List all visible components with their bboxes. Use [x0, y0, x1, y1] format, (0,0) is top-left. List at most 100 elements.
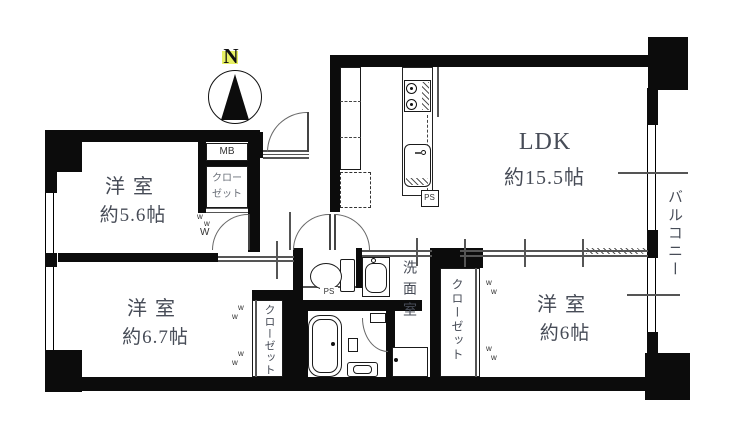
north-highlight — [222, 51, 238, 64]
wall — [200, 161, 248, 166]
closet-door-w-mark: w — [486, 278, 492, 287]
sink-drain-rack — [406, 178, 428, 185]
pipe-space-kitchen: PS — [421, 190, 439, 207]
closet-door-w-mark: w — [491, 353, 497, 362]
bathroom-shelf — [370, 313, 386, 323]
entrance-door-leaf — [307, 112, 309, 152]
closet-door-w-mark: w — [238, 349, 244, 358]
wall — [248, 142, 260, 252]
partition-hall-side — [289, 212, 291, 250]
closet-north-label-1: クロー — [212, 173, 242, 184]
meter-box: MB — [206, 143, 248, 161]
washing-machine-pan — [392, 347, 428, 377]
closet-door-line — [475, 268, 477, 377]
partition-kitchen — [437, 67, 439, 117]
sink-faucet-arm — [415, 152, 422, 154]
wall-plumbing — [283, 300, 308, 378]
opening-tick — [582, 239, 584, 267]
room-size-bedroom-nw: 約5.6帖 — [99, 205, 167, 226]
washing-machine-drain — [394, 358, 398, 362]
closet-door-w-mark: w — [238, 303, 244, 312]
opening-tick — [416, 238, 418, 266]
window-center-mark — [618, 172, 688, 174]
pipe-space-kitchen-label: PS — [424, 193, 435, 202]
wall-bathroom — [300, 300, 422, 311]
opening-tick — [524, 239, 526, 267]
closet-north: クロー ゼット — [206, 166, 248, 208]
room-label-bedroom-nw: 洋室 — [105, 176, 161, 198]
wall-kitchen — [330, 67, 340, 212]
closet-east — [440, 268, 480, 377]
refrigerator-space — [340, 172, 371, 208]
room-label-bedroom-se: 洋室 — [537, 294, 593, 316]
room-label-ldk: LDK — [518, 129, 572, 155]
wall-room-divider — [58, 253, 218, 262]
kitchen-cabinet-divider — [340, 137, 361, 138]
wall-corner — [648, 37, 688, 90]
window — [45, 267, 54, 350]
entrance-sill — [263, 153, 309, 155]
closet-east-label: クローゼット — [450, 278, 464, 362]
window-center-mark — [627, 294, 680, 296]
closet-door-w-mark: W — [200, 227, 210, 238]
entrance-sill — [263, 157, 309, 159]
window — [45, 193, 54, 253]
wall — [330, 55, 651, 67]
opening-tick — [276, 241, 278, 279]
compass-needle-icon — [221, 74, 249, 120]
bathroom-door-arc — [362, 318, 388, 352]
toilet-door-leaf — [329, 214, 331, 250]
wall-corner — [645, 353, 690, 400]
meter-box-label: MB — [219, 146, 235, 157]
toilet-tank — [340, 259, 355, 292]
room-size-bedroom-sw: 約6.7帖 — [122, 327, 189, 348]
bathtub-drain — [331, 342, 335, 346]
closet-door-w-mark: w — [197, 212, 203, 221]
toilet-door-arc — [293, 214, 329, 250]
closet-door-w-mark: w — [204, 219, 210, 228]
entrance-door-arc — [267, 112, 307, 152]
closet-west-label: クローゼット — [263, 304, 275, 376]
wall — [647, 88, 658, 125]
wall — [57, 377, 658, 391]
wall-washroom — [430, 248, 441, 378]
pipe-space-bath-label: PS — [320, 287, 338, 296]
wall — [647, 230, 658, 258]
room-size-ldk: 約15.5帖 — [504, 167, 585, 189]
closet-door-w-mark: w — [232, 312, 238, 321]
washbasin-bowl — [365, 263, 387, 293]
stove-burner-center — [410, 103, 413, 106]
stove-grill — [422, 82, 429, 110]
partition-hatch — [586, 248, 646, 254]
wall-toilet-divider — [356, 248, 362, 288]
closet-door-line — [255, 300, 257, 377]
closet-door-w-mark: w — [486, 344, 492, 353]
partition-ldk-bedroom — [460, 255, 648, 257]
closet-north-label-2: ゼット — [212, 189, 242, 200]
kitchen-cabinet-divider — [340, 101, 361, 102]
partition-hall — [218, 260, 294, 262]
wall-closet-header — [438, 248, 483, 268]
window-balcony-door — [647, 125, 656, 230]
bathroom-counter-inner — [353, 365, 372, 374]
room-size-bedroom-se: 約6帖 — [539, 323, 591, 344]
wall — [45, 253, 57, 267]
closet-door-w-mark: w — [491, 287, 497, 296]
closet-west — [252, 300, 283, 377]
bedroom-nw-door-arc — [212, 214, 248, 250]
bedroom-nw-door-leaf — [248, 214, 250, 250]
closet-door-w-mark: w — [232, 358, 238, 367]
room-label-washroom: 洗面室 — [401, 260, 416, 323]
partition-washroom — [362, 250, 432, 252]
room-label-bedroom-sw: 洋室 — [127, 298, 183, 320]
opening-tick — [464, 239, 466, 267]
partition-ldk-bedroom — [460, 250, 648, 252]
toilet-bowl — [310, 263, 342, 290]
closet-door-line — [206, 211, 248, 213]
wall-closet-header — [252, 290, 293, 300]
wall-bathroom — [386, 311, 395, 378]
bathroom-door-panel — [348, 338, 358, 352]
wall — [198, 142, 206, 213]
ldk-door-arc — [334, 214, 370, 250]
